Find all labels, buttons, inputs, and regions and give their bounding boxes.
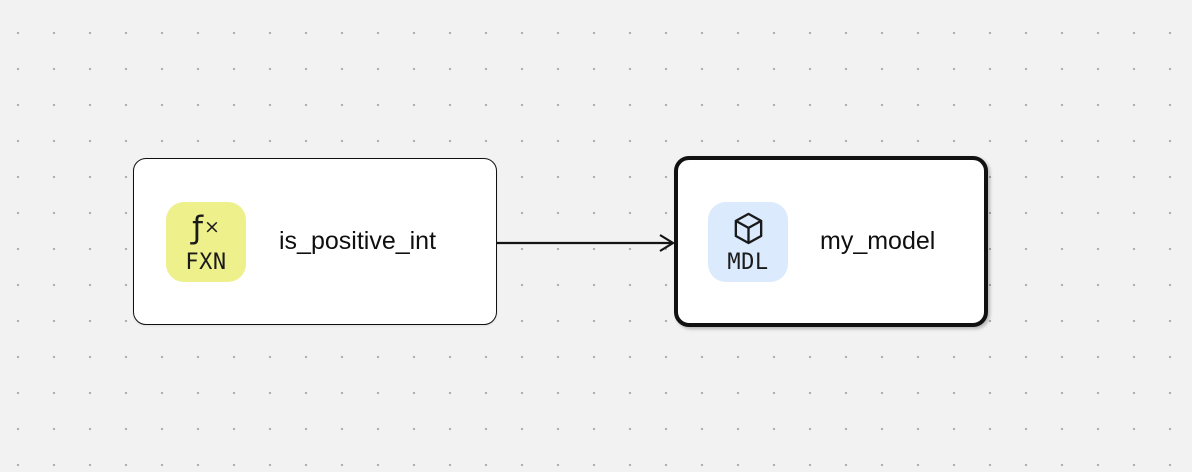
edge-arrowhead bbox=[659, 234, 676, 252]
function-icon-x-glyph: × bbox=[204, 216, 220, 239]
node-type-label-fxn: FXN bbox=[185, 249, 227, 275]
node-is-positive-int[interactable]: ƒ× FXN is_positive_int bbox=[133, 158, 497, 325]
function-icon: ƒ× bbox=[192, 208, 220, 250]
edge-arrow[interactable] bbox=[496, 231, 676, 255]
node-my-model[interactable]: MDL my_model bbox=[674, 156, 988, 327]
node-type-label-mdl: MDL bbox=[727, 249, 769, 275]
model-type-badge: MDL bbox=[708, 201, 788, 282]
function-icon-f-glyph: ƒ bbox=[192, 210, 203, 247]
cube-icon bbox=[732, 208, 765, 250]
node-label-is-positive-int: is_positive_int bbox=[279, 227, 437, 255]
function-type-badge: ƒ× FXN bbox=[166, 201, 246, 282]
node-label-my-model: my_model bbox=[820, 227, 936, 255]
